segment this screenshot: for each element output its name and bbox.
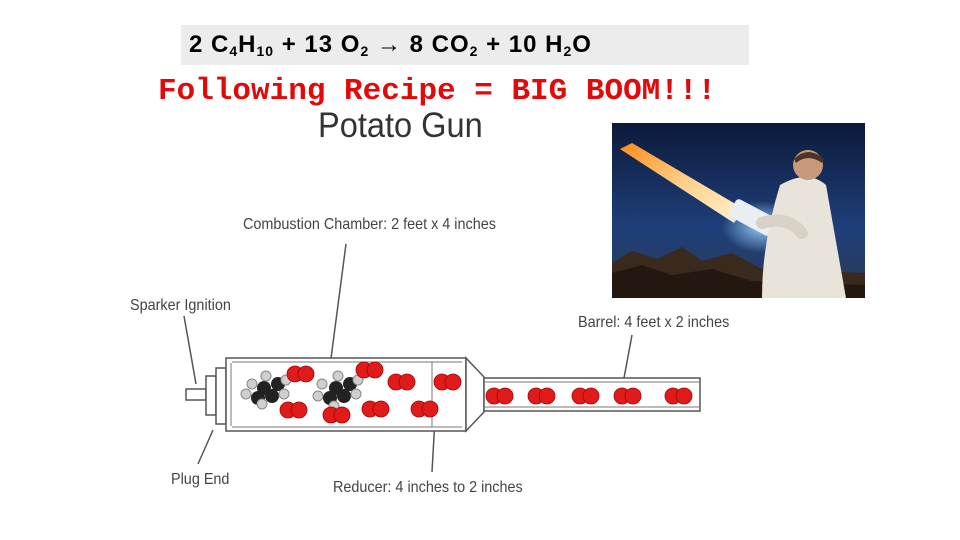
- label-plug-end: Plug End: [171, 471, 230, 488]
- label-sparker-ignition: Sparker Ignition: [130, 297, 231, 314]
- eq-carbon: C: [211, 31, 230, 58]
- label-barrel: Barrel: 4 feet x 2 inches: [578, 314, 730, 331]
- oxygen-molecule: [286, 365, 315, 383]
- eq-co2: CO: [431, 31, 470, 58]
- plug-end: [205, 375, 217, 416]
- oxygen-molecule: [361, 400, 390, 418]
- headline: Following Recipe = BIG BOOM!!!: [158, 74, 717, 109]
- oxygen-molecule: [355, 361, 384, 379]
- diagram-title: Potato Gun: [318, 106, 483, 145]
- leader-sparker: [183, 315, 197, 385]
- oxygen-molecule: [527, 387, 556, 405]
- plug-collar: [215, 367, 227, 425]
- reducer: [465, 356, 485, 433]
- eq-oxygen-sub: 2: [360, 43, 370, 59]
- leader-combustion: [329, 243, 347, 367]
- eq-hydrogen-sub: 10: [256, 43, 275, 59]
- butane-molecule-1: [240, 370, 292, 410]
- oxygen-molecule: [322, 406, 351, 424]
- eq-plus-1: + 13: [274, 31, 341, 58]
- leader-barrel: [623, 334, 633, 379]
- eq-co2-sub: 2: [469, 43, 479, 59]
- eq-coef-3: 8: [409, 31, 432, 58]
- oxygen-molecule: [485, 387, 514, 405]
- equation-box: 2 C4H10 + 13 O2 → 8 CO2 + 10 H2O: [181, 25, 749, 65]
- oxygen-molecule: [410, 400, 439, 418]
- eq-coef-1: 2: [189, 31, 212, 58]
- oxygen-molecule: [279, 401, 308, 419]
- oxygen-molecule: [613, 387, 642, 405]
- oxygen-molecule: [433, 373, 462, 391]
- eq-oxygen: O: [340, 31, 361, 58]
- eq-plus-2: + 10: [478, 31, 546, 58]
- oxygen-molecule: [664, 387, 693, 405]
- oxygen-molecule: [387, 373, 416, 391]
- label-combustion-chamber: Combustion Chamber: 2 feet x 4 inches: [243, 216, 496, 233]
- eq-hydrogen: H: [238, 31, 257, 58]
- potato-gun-photo: [612, 123, 865, 298]
- butane-molecule-2: [312, 370, 364, 412]
- oxygen-molecule: [571, 387, 600, 405]
- barrel: [483, 377, 701, 412]
- eq-carbon-sub: 4: [229, 43, 239, 59]
- label-reducer: Reducer: 4 inches to 2 inches: [333, 479, 523, 496]
- eq-water-h: H: [545, 31, 564, 58]
- sparker-nub: [185, 388, 207, 401]
- eq-water-o: O: [572, 31, 592, 58]
- leader-plug: [197, 429, 214, 465]
- eq-water-sub: 2: [563, 43, 573, 59]
- eq-arrow: →: [369, 31, 410, 58]
